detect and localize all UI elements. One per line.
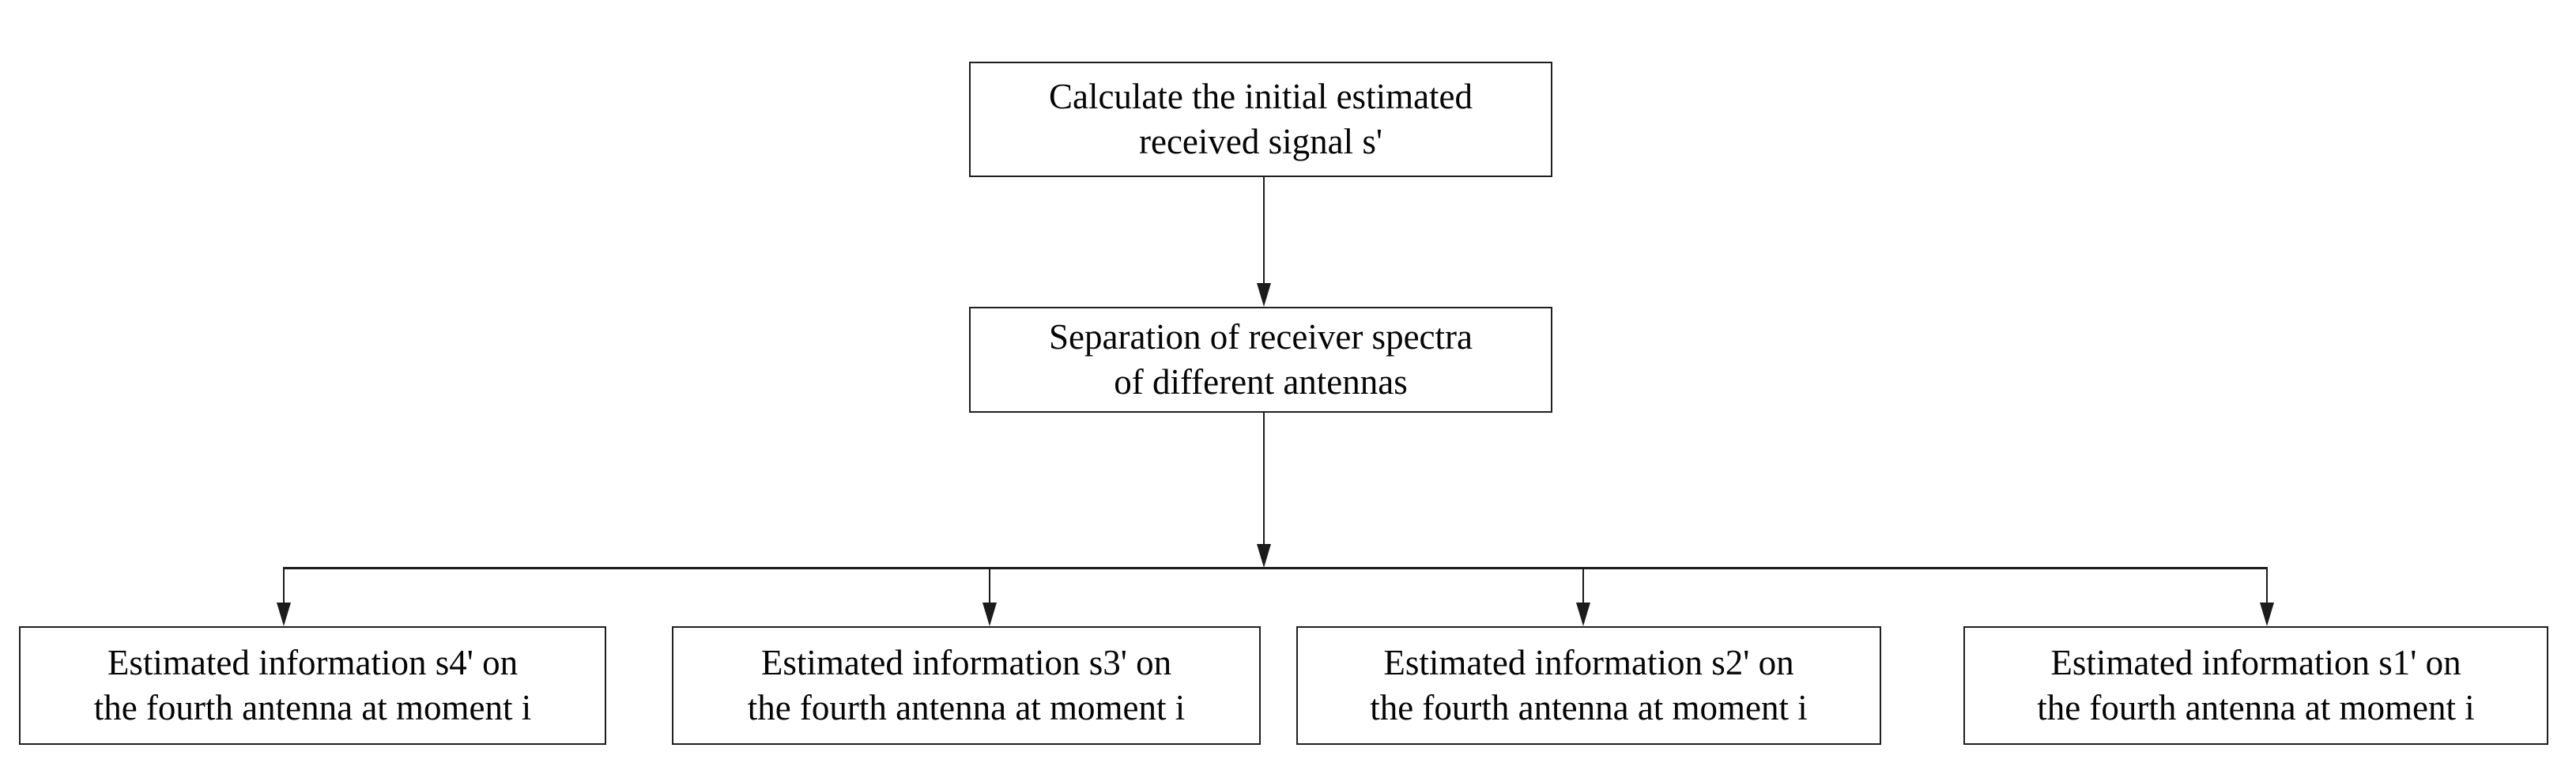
- node-label-line: of different antennas: [1114, 362, 1408, 402]
- node-label-line: Estimated information s4' on: [107, 643, 519, 682]
- node-label-line: Estimated information s1' on: [2050, 643, 2461, 682]
- node-label-line: received signal s': [1139, 122, 1382, 161]
- arrowhead-down-icon: [1257, 283, 1271, 307]
- node-label-line: Separation of receiver spectra: [1049, 317, 1473, 357]
- connector-branch-to-s4-line: [283, 569, 285, 604]
- arrowhead-down-icon: [1257, 544, 1271, 568]
- connector-top-to-separation-line: [1263, 177, 1265, 285]
- arrowhead-down-icon: [983, 603, 997, 626]
- arrowhead-down-icon: [1576, 603, 1590, 626]
- node-label-line: the fourth antenna at moment i: [2037, 688, 2475, 727]
- node-label-line: Estimated information s2' on: [1383, 643, 1794, 682]
- node-estimated-info-s2: Estimated information s2' on the fourth …: [1296, 626, 1881, 745]
- connector-branch-to-s2-line: [1582, 569, 1584, 604]
- node-estimated-info-s1: Estimated information s1' on the fourth …: [1963, 626, 2548, 745]
- node-estimated-info-s4: Estimated information s4' on the fourth …: [19, 626, 606, 745]
- arrowhead-down-icon: [2260, 603, 2274, 626]
- node-label-line: Estimated information s3' on: [760, 643, 1172, 682]
- connector-separation-to-branch-line: [1263, 413, 1265, 546]
- node-label-line: Calculate the initial estimated: [1048, 77, 1473, 116]
- connector-branch-to-s3-line: [989, 569, 990, 604]
- connector-branch-to-s1-line: [2266, 569, 2268, 604]
- arrowhead-down-icon: [277, 603, 291, 626]
- branch-horizontal-line: [283, 567, 2268, 569]
- node-label-line: the fourth antenna at moment i: [1370, 688, 1808, 727]
- node-calculate-initial-signal: Calculate the initial estimated received…: [969, 62, 1552, 177]
- node-separation-receiver-spectra: Separation of receiver spectra of differ…: [969, 307, 1552, 413]
- node-label-line: the fourth antenna at moment i: [747, 688, 1186, 727]
- node-estimated-info-s3: Estimated information s3' on the fourth …: [672, 626, 1261, 745]
- node-label-line: the fourth antenna at moment i: [93, 688, 532, 727]
